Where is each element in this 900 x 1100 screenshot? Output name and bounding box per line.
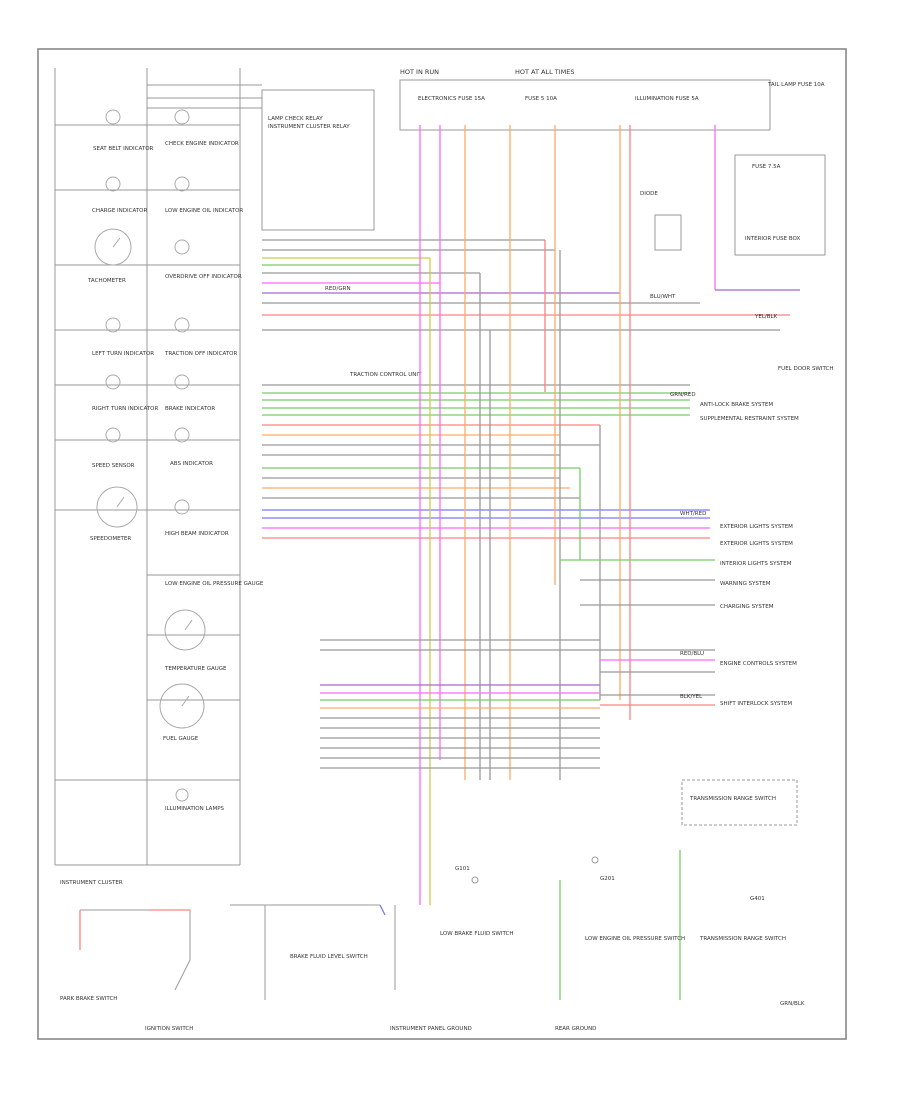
speed-sensor-indicator: SPEED SENSOR: [92, 427, 135, 469]
charge-indicator-label: CHARGE INDICATOR: [92, 208, 148, 214]
wire-label-grn-red: GRN/RED: [670, 392, 696, 398]
wire-label-grn-blk: GRN/BLK: [780, 1001, 805, 1007]
traction-control-unit-label: TRACTION CONTROL UNIT: [349, 372, 422, 378]
abs-indicator-label: ABS INDICATOR: [170, 461, 213, 467]
brake-indicator: BRAKE INDICATOR: [165, 374, 215, 412]
temperature-gauge-label: TEMPERATURE GAUGE: [164, 666, 227, 672]
diagram-frame: [37, 48, 847, 1040]
lamp-check-relay-label: LAMP CHECK RELAY: [268, 116, 323, 122]
system-exterior-lights-1: EXTERIOR LIGHTS SYSTEM: [720, 524, 793, 530]
ignition-switch-label: IGNITION SWITCH: [145, 1026, 193, 1032]
system-charging: CHARGING SYSTEM: [720, 604, 774, 610]
engine-oil-switch-label: LOW ENGINE OIL PRESSURE SWITCH: [585, 936, 685, 942]
hot-in-run: HOT IN RUN: [400, 68, 439, 76]
speedometer: SPEEDOMETER: [90, 486, 138, 542]
oil-pressure-gauge-label: LOW ENGINE OIL PRESSURE GAUGE: [165, 581, 264, 587]
system-supplemental-restraint: SUPPLEMENTAL RESTRAINT SYSTEM: [700, 416, 799, 422]
rear-ground-label: REAR GROUND: [555, 1026, 596, 1032]
check-engine-indicator-label: CHECK ENGINE INDICATOR: [165, 141, 239, 147]
oil-pressure-gauge: LOW ENGINE OIL PRESSURE GAUGE: [164, 581, 264, 651]
traction-indicator-label: TRACTION OFF INDICATOR: [164, 351, 238, 357]
wire-label-red-blu: RED/BLU: [680, 651, 704, 657]
brake-indicator-label: BRAKE INDICATOR: [165, 406, 215, 412]
high-beam-indicator-label: HIGH BEAM INDICATOR: [165, 531, 229, 537]
diode: DIODE: [640, 191, 682, 251]
wire-label-wht-red: WHT/RED: [680, 511, 706, 517]
low-brake-fluid-switch-label: LOW BRAKE FLUID SWITCH: [440, 931, 514, 937]
speed-sensor-label: SPEED SENSOR: [92, 463, 135, 469]
tachometer: TACHOMETER: [87, 228, 132, 284]
overdrive-off-indicator-label: OVERDRIVE OFF INDICATOR: [165, 274, 242, 280]
system-shift-interlock: SHIFT INTERLOCK SYSTEM: [720, 701, 792, 707]
fuse-5-label: FUSE 5 10A: [525, 96, 557, 102]
instrument-panel-ground-label: INSTRUMENT PANEL GROUND: [390, 1026, 472, 1032]
fuel-door-switch-label: FUEL DOOR SWITCH: [778, 366, 834, 372]
instrument-cluster-label: INSTRUMENT CLUSTER: [60, 880, 123, 886]
vertical-wires: [419, 125, 800, 1000]
high-beam-indicator: HIGH BEAM INDICATOR: [165, 499, 229, 537]
bottom-components: [80, 856, 599, 1000]
illumination-lamps: ILLUMINATION LAMPS: [165, 788, 225, 812]
traction-indicator: TRACTION OFF INDICATOR: [164, 317, 238, 357]
system-warning: WARNING SYSTEM: [720, 581, 771, 587]
wire-bundle-lower: [262, 384, 710, 539]
right-turn-indicator: RIGHT TURN INDICATOR: [92, 374, 158, 412]
electronics-fuse-label: ELECTRONICS FUSE 15A: [418, 96, 485, 102]
parking-brake-switch-label: PARK BRAKE SWITCH: [60, 996, 117, 1002]
right-turn-indicator-label: RIGHT TURN INDICATOR: [92, 406, 158, 412]
cluster-feed-lines: [147, 84, 262, 109]
oil-indicator-label: LOW ENGINE OIL INDICATOR: [165, 208, 243, 214]
transmission-range-switch-box: [681, 779, 798, 826]
g101-label: G101: [455, 866, 470, 872]
lamp-check-relay-box: [261, 89, 375, 231]
interior-fuse-box-label: INTERIOR FUSE BOX: [745, 236, 800, 242]
g401-label: G401: [750, 896, 765, 902]
illumination-fuse-label: ILLUMINATION FUSE 5A: [635, 96, 699, 102]
system-anti-lock-brake: ANTI-LOCK BRAKE SYSTEM: [700, 402, 773, 408]
bottom-colored-wires: [79, 904, 386, 950]
charge-indicator: CHARGE INDICATOR: [92, 176, 148, 214]
seat-belt-indicator-label: SEAT BELT INDICATOR: [93, 146, 154, 152]
instrument-cluster: [54, 68, 241, 866]
underhood-fuse-box-outline: [399, 79, 771, 131]
tail-lamp-fuse-label: TAIL LAMP FUSE 10A: [767, 82, 825, 88]
wire-label-yel-blk: YEL/BLK: [754, 314, 778, 320]
temperature-gauge: TEMPERATURE GAUGE: [159, 666, 227, 729]
system-exterior-lights-2: EXTERIOR LIGHTS SYSTEM: [720, 541, 793, 547]
g201-label: G201: [600, 876, 615, 882]
transmission-range-switch-label: TRANSMISSION RANGE SWITCH: [689, 796, 776, 802]
interior-fuse-box-outline: [734, 154, 826, 256]
illumination-lamps-label: ILLUMINATION LAMPS: [165, 806, 225, 812]
transmission-switch-label: TRANSMISSION RANGE SWITCH: [699, 936, 786, 942]
lower-right-harness: [560, 559, 715, 706]
check-engine-indicator: CHECK ENGINE INDICATOR: [165, 109, 239, 147]
left-turn-indicator-label: LEFT TURN INDICATOR: [92, 351, 154, 357]
wire-label-blk-yel: BLK/YEL: [680, 694, 703, 700]
fuel-gauge-label: FUEL GAUGE: [163, 736, 199, 742]
seat-belt-indicator: SEAT BELT INDICATOR: [93, 109, 154, 152]
oil-indicator: LOW ENGINE OIL INDICATOR: [165, 176, 243, 214]
left-turn-indicator: LEFT TURN INDICATOR: [92, 317, 154, 357]
instrument-cluster-relay-label: INSTRUMENT CLUSTER RELAY: [268, 124, 350, 130]
tachometer-label: TACHOMETER: [87, 278, 126, 284]
system-engine-controls: ENGINE CONTROLS SYSTEM: [720, 661, 797, 667]
speedometer-label: SPEEDOMETER: [90, 536, 131, 542]
abs-indicator: ABS INDICATOR: [170, 427, 213, 467]
hot-at-all-times: HOT AT ALL TIMES: [515, 68, 575, 76]
connector-block-left: [320, 639, 600, 769]
wire-label-blu-wht: BLU/WHT: [650, 294, 676, 300]
wire-label-red-grn: RED/GRN: [325, 286, 351, 292]
overdrive-off-indicator: OVERDRIVE OFF INDICATOR: [165, 239, 242, 280]
fuel-door-switch: FUEL DOOR SWITCH: [778, 366, 834, 372]
diode-label: DIODE: [640, 191, 658, 197]
brake-fluid-switch-label: BRAKE FLUID LEVEL SWITCH: [290, 954, 368, 960]
system-interior-lights: INTERIOR LIGHTS SYSTEM: [720, 561, 792, 567]
hot-at-all-times-fuse-label: FUSE 7.5A: [752, 164, 781, 170]
wire-bundle-upper: [262, 239, 790, 331]
